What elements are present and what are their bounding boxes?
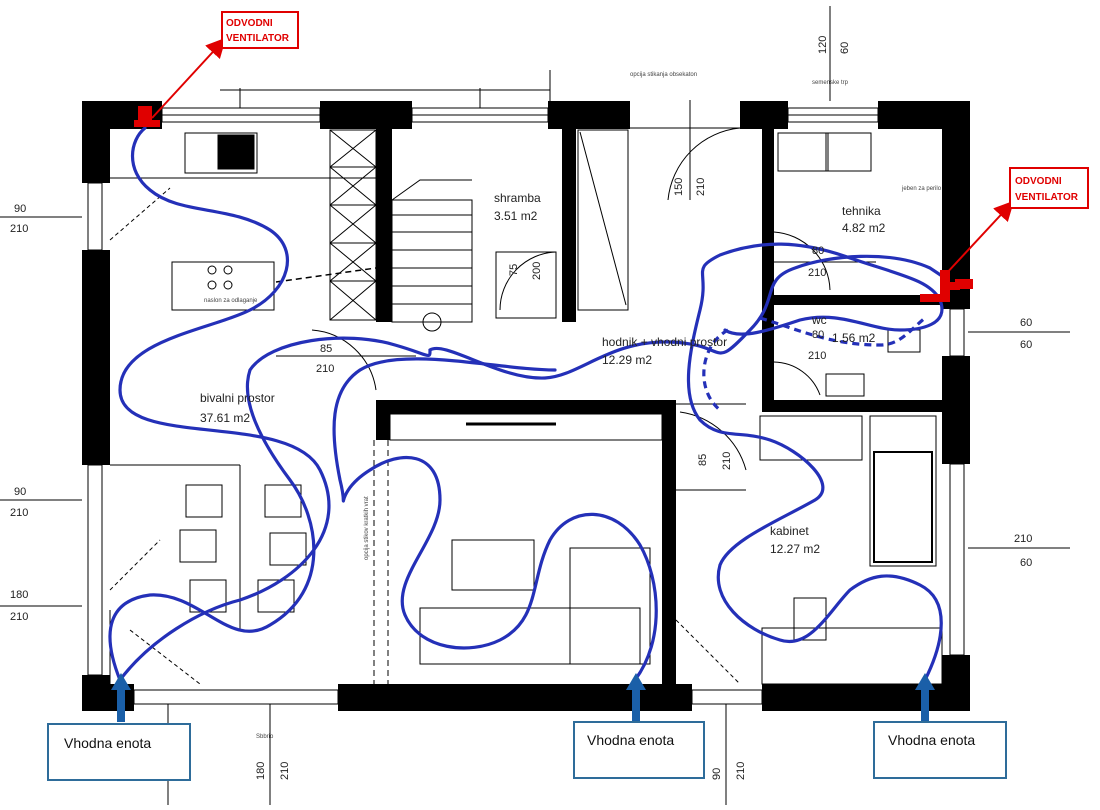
dim-top-w-h: 60: [839, 42, 851, 54]
room-area-storage: 3.51 m2: [494, 209, 538, 223]
inlet-label: Vhodna enota: [64, 735, 151, 751]
callout-text: VENTILATOR: [1015, 192, 1079, 203]
dim-bottom-w1-w: 180: [255, 762, 267, 780]
room-area-living: 37.61 m2: [200, 411, 250, 425]
dim-living-door-w: 85: [320, 343, 332, 355]
dim-left-w1-w: 90: [14, 203, 26, 215]
duct-path-3: [332, 357, 658, 682]
dimension-labels: 90 210 90 210 180 210 60 60 210 60 120 6…: [10, 36, 1032, 780]
dim-left-w3-w: 180: [10, 589, 28, 601]
inlet-arrows: [111, 673, 935, 722]
room-name-storage: shramba: [494, 191, 541, 205]
dim-bottom-w2-w: 90: [711, 768, 723, 780]
exhaust-fans: [134, 37, 1015, 302]
dim-left-w1-h: 210: [10, 223, 28, 235]
callout-text: VENTILATOR: [226, 33, 290, 44]
dim-top-door-h: 210: [695, 178, 707, 196]
inlet-unit-box-2: Vhodna enota: [573, 721, 705, 779]
dim-storage-door-h: 200: [531, 262, 543, 280]
dim-wc-door-w: 80: [812, 329, 824, 341]
dim-wc-door-h: 210: [808, 350, 826, 362]
dim-left-w2-w: 90: [14, 486, 26, 498]
inlet-unit-box-3: Vhodna enota: [873, 721, 1007, 779]
arrow-up-icon: [111, 673, 131, 722]
room-name-study: kabinet: [770, 524, 809, 538]
room-area-wc: 1.56 m2: [832, 331, 876, 345]
fan-icon: [920, 270, 960, 302]
arrow-up-icon: [915, 673, 935, 722]
note-bottom: Sbbrio: [256, 734, 274, 740]
dim-left-w2-h: 210: [10, 507, 28, 519]
room-name-hallway: hodnik + vhodni prostor: [602, 335, 727, 349]
room-name-living: bivalni prostor: [200, 391, 275, 405]
dim-bottom-w1-h: 210: [279, 762, 291, 780]
fan-icon: [134, 106, 160, 127]
duct-dashed-blue: [702, 316, 926, 412]
dim-storage-door-w: 75: [508, 264, 520, 276]
inlet-label: Vhodna enota: [587, 732, 674, 748]
dim-bottom-w2-h: 210: [735, 762, 747, 780]
note-tech: jeben za perilo: [901, 186, 942, 192]
note-living-wall: opcija stikov kratkih vrat: [364, 496, 370, 560]
inlet-unit-box-1: Vhodna enota: [47, 723, 191, 781]
note-top-ext: opcija stikanja obsekaton: [630, 72, 697, 78]
room-labels: bivalni prostor 37.61 m2 shramba 3.51 m2…: [200, 191, 886, 556]
room-name-wc: wc: [811, 313, 827, 327]
exhaust-fan-callout-2: ODVODNI VENTILATOR: [1009, 167, 1089, 209]
small-notes: opcija stikanja obsekaton semenske trp j…: [204, 72, 942, 740]
dim-right-w2-h: 60: [1020, 557, 1032, 569]
duct-path-1: [108, 254, 947, 682]
dim-tech-door-w: 80: [812, 245, 824, 257]
arrow-up-icon: [626, 673, 646, 722]
dim-tech-door-h: 210: [808, 267, 826, 279]
inlet-label: Vhodna enota: [888, 732, 975, 748]
dim-right-w2-w: 210: [1014, 533, 1032, 545]
callout-text: ODVODNI: [1015, 176, 1062, 187]
dim-study-door-w: 85: [697, 454, 709, 466]
dim-top-w-w: 120: [817, 36, 829, 54]
note-island: naslon za odlaganje: [204, 298, 258, 304]
note-top-sill: semenske trp: [812, 80, 849, 86]
callout-text: ODVODNI: [226, 18, 273, 29]
room-area-hallway: 12.29 m2: [602, 353, 652, 367]
dashed-duct: [275, 267, 377, 283]
duct-path-2: [118, 126, 331, 682]
room-name-technical: tehnika: [842, 204, 881, 218]
dim-study-door-h: 210: [721, 452, 733, 470]
room-area-study: 12.27 m2: [770, 542, 820, 556]
air-duct-paths: [108, 126, 947, 682]
dim-right-w1-h: 60: [1020, 339, 1032, 351]
room-area-technical: 4.82 m2: [842, 221, 886, 235]
dim-top-door-w: 150: [673, 178, 685, 196]
dim-left-w3-h: 210: [10, 611, 28, 623]
exhaust-fan-callout-1: ODVODNI VENTILATOR: [221, 11, 299, 49]
dim-right-w1-w: 60: [1020, 317, 1032, 329]
dim-living-door-h: 210: [316, 363, 334, 375]
duct-path-4: [686, 242, 944, 682]
